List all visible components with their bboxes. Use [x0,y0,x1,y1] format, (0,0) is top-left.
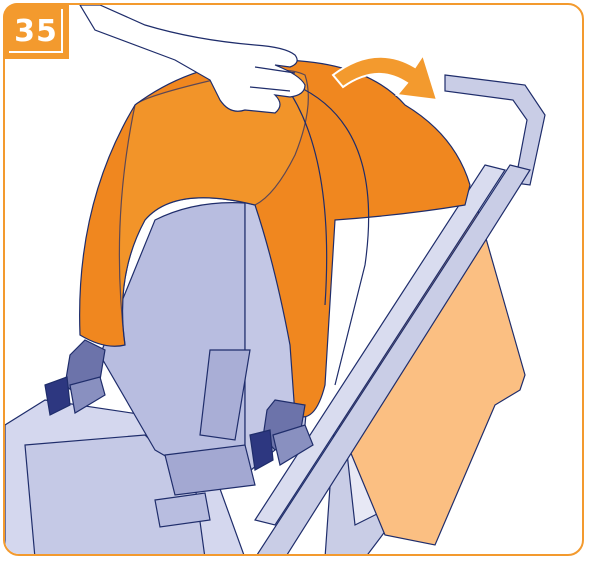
step-number-badge: 35 [3,3,69,59]
illustration-frame [3,3,584,556]
step-number: 35 [14,14,58,49]
left-canopy-clip [45,340,105,415]
stroller-canopy-illustration [5,5,584,556]
